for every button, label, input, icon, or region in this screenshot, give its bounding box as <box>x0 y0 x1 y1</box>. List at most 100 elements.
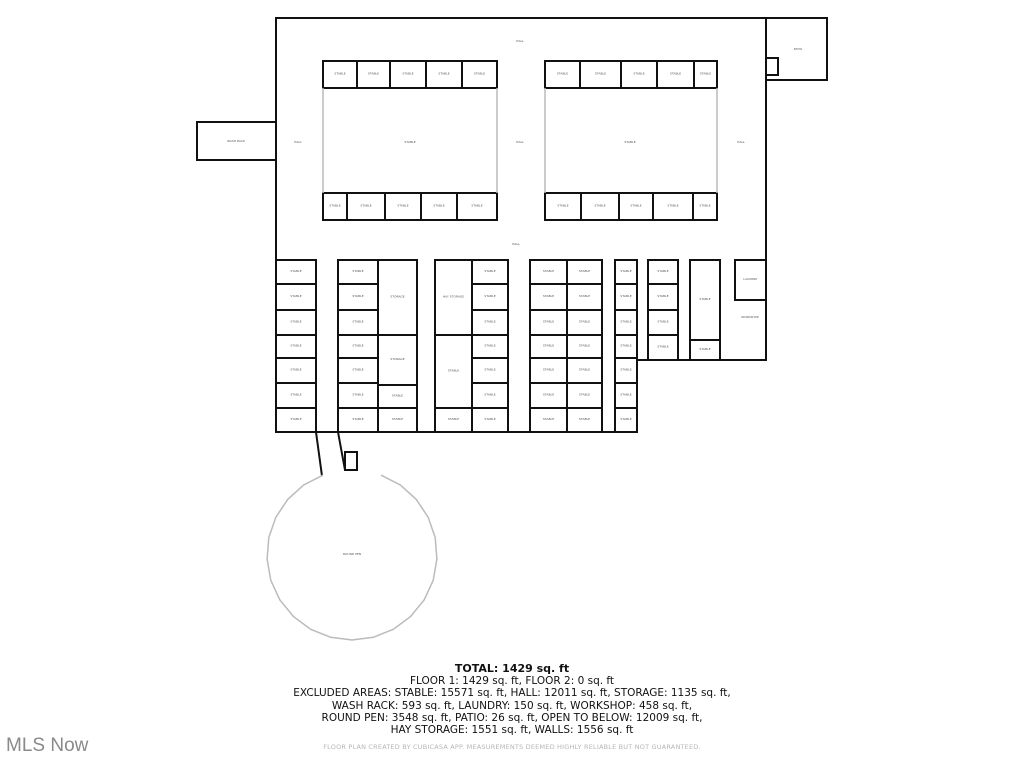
hall-label: HALL <box>294 140 302 144</box>
stall-label: STABLE <box>543 417 554 421</box>
stall-label: STABLE <box>620 417 631 421</box>
stall-label: STABLE <box>290 320 301 324</box>
stall-label: STABLE <box>352 393 363 397</box>
patio-label: PATIO <box>794 47 803 51</box>
stall <box>456 192 498 221</box>
open-edges <box>266 88 718 641</box>
exterior-wall <box>275 17 767 433</box>
stall-label: STABLE <box>290 269 301 273</box>
stall-label: STABLE <box>474 72 485 76</box>
open-area-label: STABLE <box>624 140 635 144</box>
stall-label: STABLE <box>579 344 590 348</box>
stall-label: STABLE <box>595 72 606 76</box>
stall <box>647 334 679 361</box>
stall-label: STABLE <box>484 344 495 348</box>
stall-label: STABLE <box>579 393 590 397</box>
stall-label: STABLE <box>329 204 340 208</box>
stall-label: STABLE <box>657 345 668 349</box>
stall-label: STABLE <box>392 417 403 421</box>
total-area: TOTAL: 1429 sq. ft <box>454 662 570 675</box>
open-area-label: STABLE <box>404 140 415 144</box>
stall-label: STABLE <box>484 269 495 273</box>
small-room <box>344 451 358 471</box>
stall-label: STABLE <box>543 344 554 348</box>
area-summary: TOTAL: 1429 sq. ft FLOOR 1: 1429 sq. ft,… <box>0 662 1024 737</box>
laundry <box>734 259 767 301</box>
stall <box>275 407 317 433</box>
stall-label: STABLE <box>620 294 631 298</box>
stall <box>471 407 509 433</box>
stall <box>689 339 721 361</box>
stall-label: STABLE <box>543 368 554 372</box>
walls <box>196 17 828 477</box>
stall-label: STABLE <box>352 417 363 421</box>
stall-label: STABLE <box>543 269 554 273</box>
stall <box>614 407 638 433</box>
excluded-areas-line-1: EXCLUDED AREAS: STABLE: 15571 sq. ft, HA… <box>293 687 731 700</box>
laundry-label: LAUNDRY <box>743 277 757 281</box>
excluded-areas-line-4: HAY STORAGE: 1551 sq. ft, WALLS: 1556 sq… <box>390 724 634 737</box>
stall <box>461 60 498 89</box>
wash-rack-label: WASH RACK <box>227 139 246 143</box>
annex-closet <box>765 57 779 76</box>
stall-label: STABLE <box>630 204 641 208</box>
hay-storage-label: HAY STORAGE <box>443 295 464 299</box>
room-labels: PATIO WASH RACK HALL HALL HALL HALL HALL STABLE… <box>227 39 803 556</box>
stall-label: STABLE <box>557 72 568 76</box>
stall-label: STABLE <box>620 368 631 372</box>
stall-label: STABLE <box>699 204 710 208</box>
stall-label: STABLE <box>484 417 495 421</box>
floor-areas: FLOOR 1: 1429 sq. ft, FLOOR 2: 0 sq. ft <box>409 675 615 688</box>
hall-label: HALL <box>737 140 745 144</box>
stall-label: STABLE <box>360 204 371 208</box>
stall-label: STABLE <box>334 72 345 76</box>
stall-label: STABLE <box>657 294 668 298</box>
stall-label: STABLE <box>657 320 668 324</box>
stall-label: STABLE <box>670 72 681 76</box>
stall-label: STABLE <box>290 417 301 421</box>
stall-label: STABLE <box>699 297 710 301</box>
stall-label: STABLE <box>543 320 554 324</box>
stall-label: STABLE <box>352 294 363 298</box>
stall-label: STABLE <box>700 72 711 76</box>
stall-label: STABLE <box>484 368 495 372</box>
stall-label: STABLE <box>438 72 449 76</box>
stall-label: STABLE <box>620 393 631 397</box>
stall-label: STABLE <box>484 294 495 298</box>
stall-label: STABLE <box>290 393 301 397</box>
stall-label: STABLE <box>657 269 668 273</box>
stall-label: STABLE <box>484 320 495 324</box>
stall-label: STABLE <box>392 394 403 398</box>
stall <box>693 60 718 89</box>
mls-watermark: MLS Now <box>6 735 89 756</box>
stall-label: STABLE <box>448 369 459 373</box>
stall-label: STABLE <box>471 204 482 208</box>
excluded-areas-line-3: ROUND PEN: 3548 sq. ft, PATIO: 26 sq. ft… <box>321 711 703 724</box>
round-pen-fence <box>266 474 438 641</box>
stall <box>566 407 603 433</box>
stall-label: STABLE <box>620 344 631 348</box>
hall-label: HALL <box>512 242 520 246</box>
stall-label: STABLE <box>433 204 444 208</box>
stall-label: STABLE <box>579 320 590 324</box>
corridor-wall <box>337 431 346 471</box>
round-pen-label: ROUND PEN <box>343 552 361 556</box>
floor-plan: PATIO WASH RACK HALL HALL HALL HALL HALL STABLE… <box>196 17 828 641</box>
stall-label: STABLE <box>620 269 631 273</box>
stall-label: STABLE <box>484 393 495 397</box>
hall-label: HALL <box>516 140 524 144</box>
stall-label: STABLE <box>290 344 301 348</box>
stall-label: STABLE <box>352 269 363 273</box>
storage-label: STORAGE <box>390 295 404 299</box>
wash-rack-wall <box>196 121 276 161</box>
stall-label: STABLE <box>397 204 408 208</box>
stall-label: STABLE <box>290 294 301 298</box>
stall-label: STABLE <box>368 72 379 76</box>
stall-label: STABLE <box>699 347 710 351</box>
disclaimer: FLOOR PLAN CREATED BY CUBICASA APP. MEAS… <box>323 743 701 751</box>
excluded-areas-line-2: WASH RACK: 593 sq. ft, LAUNDRY: 150 sq. … <box>331 699 693 712</box>
hall-label: HALL <box>516 39 524 43</box>
storage-label: STORAGE <box>390 357 404 361</box>
stall-label: STABLE <box>667 204 678 208</box>
stall <box>692 192 718 221</box>
